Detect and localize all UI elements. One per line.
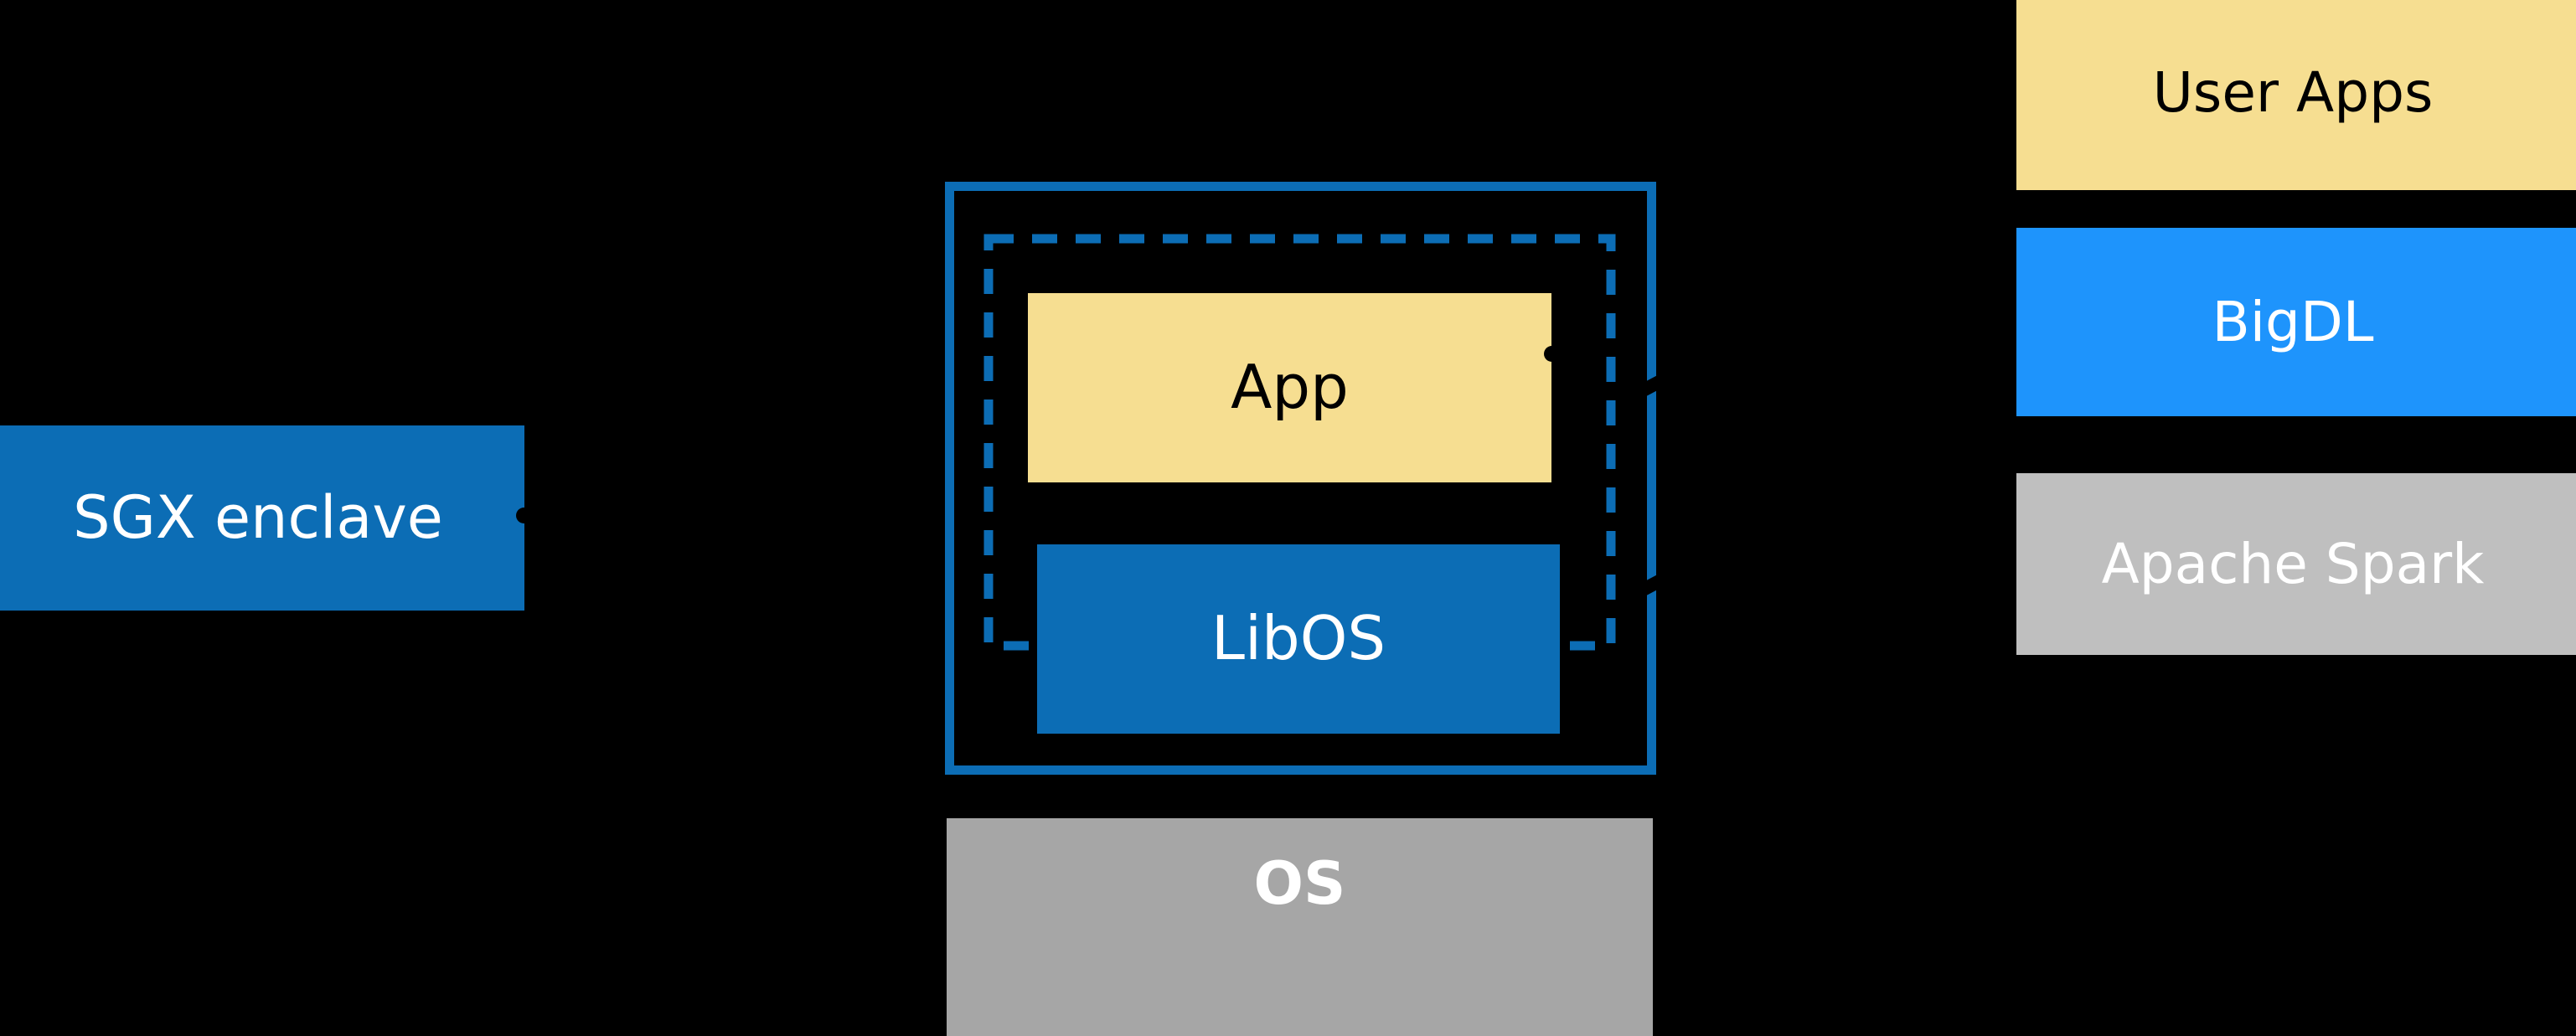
apache-spark-box[interactable]: Apache Spark	[2016, 473, 2576, 655]
sgx-enclave-box[interactable]: SGX enclave	[0, 425, 524, 611]
bigdl-box[interactable]: BigDL	[2016, 228, 2576, 416]
apache-spark-label: Apache Spark	[2101, 531, 2485, 596]
libos-label: LibOS	[1211, 603, 1386, 674]
os-label: OS	[1253, 849, 1346, 918]
user-apps-label: User Apps	[2152, 59, 2434, 125]
enclave-boundary-frame	[945, 182, 1656, 775]
sgx-enclave-label: SGX enclave	[73, 482, 443, 552]
user-apps-box[interactable]: User Apps	[2016, 0, 2576, 190]
libos-box[interactable]: LibOS	[1037, 544, 1560, 734]
bigdl-label: BigDL	[2212, 289, 2374, 354]
sgx-connector-arrowhead-icon	[516, 508, 532, 523]
app-label: App	[1231, 352, 1349, 423]
app-box[interactable]: App	[1028, 293, 1551, 482]
os-box[interactable]: OS	[947, 818, 1653, 1036]
libos-boundary-frame	[983, 234, 1616, 651]
app-connector-arrowhead-icon	[1544, 346, 1560, 362]
